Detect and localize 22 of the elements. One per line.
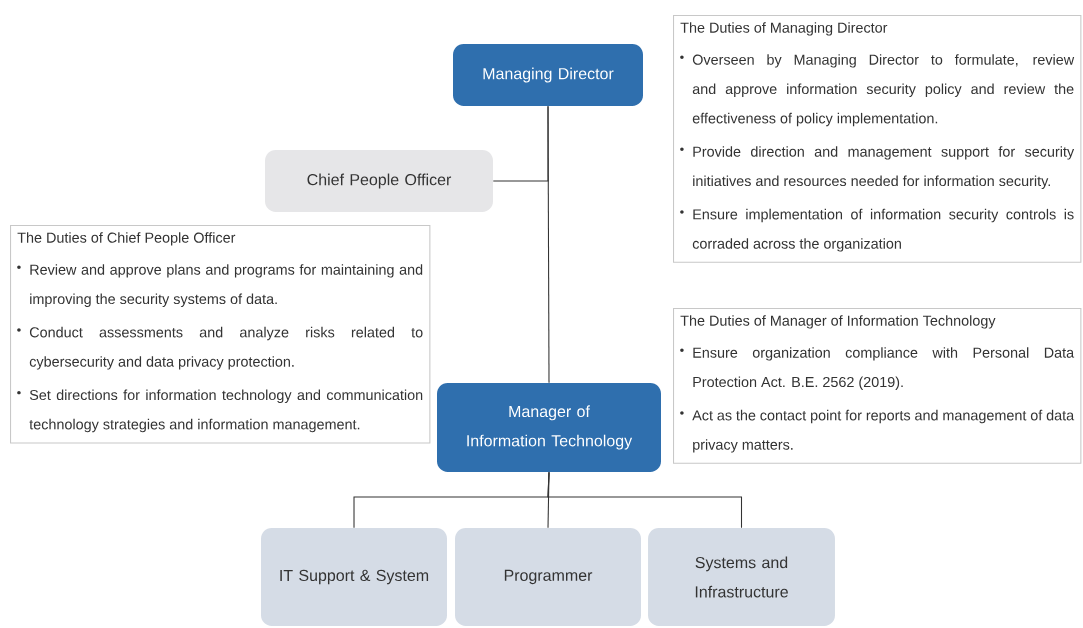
card-heading: The Duties of Chief People Officer xyxy=(17,232,236,246)
bullet-item: Act as the contact point for reports and management of data privacy matters. xyxy=(680,409,1075,453)
bullet-item: Conduct assessments and analyze risks related to cybersecurity and data privacy protection. xyxy=(17,326,423,370)
bullet-item: Ensure implementation of information security controls is corraded across the organization xyxy=(680,208,1074,252)
bullet-item: Provide direction and management support for security initiatives and resources needed for information security. xyxy=(680,146,1075,189)
duties-card xyxy=(673,15,1082,263)
role-box: Managing Director xyxy=(453,44,643,106)
bullet-item: Review and approve plans and programs for maintaining and improving the security systems of data. xyxy=(17,264,423,307)
card-heading: The Duties of Manager of Information Technology xyxy=(680,315,996,329)
role-box: Programmer xyxy=(455,528,641,626)
duties-card xyxy=(673,308,1082,464)
bullet-item: Ensure organization compliance with Personal Data Protection Act. B.E. 2562 (2019). xyxy=(680,347,1075,390)
connector-line xyxy=(547,471,743,529)
bullet-item: Set directions for information technology and communication technology strategies and information management. xyxy=(17,389,423,433)
role-box: Chief People Officer xyxy=(265,150,493,212)
connector-line xyxy=(547,105,550,384)
card-heading: The Duties of Managing Director xyxy=(680,22,888,36)
role-box: IT Support & System xyxy=(261,528,447,626)
bullet-item: Overseen by Managing Director to formulate, review and approve information security policy and review the effectiveness of policy implementation. xyxy=(680,54,1075,127)
role-box: Manager of Information Technology xyxy=(437,382,661,473)
role-box: Systems and Infrastructure xyxy=(648,528,835,626)
duties-card xyxy=(10,225,431,444)
